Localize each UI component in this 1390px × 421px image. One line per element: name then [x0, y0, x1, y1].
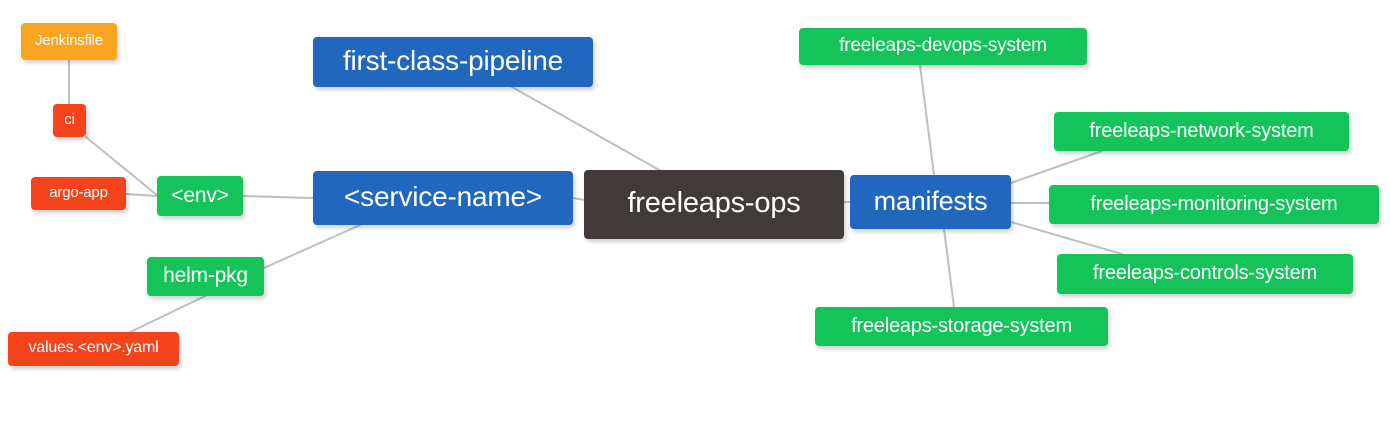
node-values-yaml[interactable]: values.<env>.yaml — [8, 332, 179, 366]
edge-manifests-network — [1010, 150, 1103, 184]
node-first-class-pipeline[interactable]: first-class-pipeline — [313, 37, 593, 87]
node-argo-app[interactable]: argo-app — [31, 177, 126, 210]
edge-manifests-storage — [943, 228, 955, 308]
node-freeleaps-monitoring-system[interactable]: freeleaps-monitoring-system — [1049, 185, 1379, 224]
node-freeleaps-network-system-label: freeleaps-network-system — [1089, 119, 1314, 142]
node-freeleaps-devops-system-label: freeleaps-devops-system — [839, 35, 1047, 56]
node-ci[interactable]: ci — [53, 104, 86, 137]
node-jenkinsfile-label: Jenkinsfile — [35, 32, 103, 49]
node-manifests-label: manifests — [873, 185, 988, 216]
node-freeleaps-controls-system[interactable]: freeleaps-controls-system — [1057, 254, 1353, 294]
node-freeleaps-devops-system[interactable]: freeleaps-devops-system — [799, 28, 1087, 65]
node-values-yaml-label: values.<env>.yaml — [28, 339, 159, 356]
edge-env-service-name — [242, 195, 314, 199]
node-manifests[interactable]: manifests — [850, 175, 1011, 229]
node-helm-pkg-label: helm-pkg — [163, 264, 248, 287]
node-freeleaps-monitoring-system-label: freeleaps-monitoring-system — [1090, 192, 1338, 215]
edge-manifests-controls — [1010, 221, 1123, 255]
edge-first-class-pipeline-ops — [511, 86, 662, 172]
node-ci-label: ci — [64, 111, 75, 128]
node-freeleaps-network-system[interactable]: freeleaps-network-system — [1054, 112, 1349, 151]
edge-argo-app-env — [125, 193, 158, 197]
edge-manifests-devops — [919, 64, 935, 176]
edge-service-name-helm-pkg — [263, 224, 361, 269]
node-service-name[interactable]: <service-name> — [313, 171, 573, 225]
node-service-name-label: <service-name> — [344, 181, 542, 212]
node-freeleaps-storage-system[interactable]: freeleaps-storage-system — [815, 307, 1108, 346]
node-first-class-pipeline-label: first-class-pipeline — [342, 45, 564, 76]
edge-ci-env — [85, 136, 159, 197]
node-argo-app-label: argo-app — [49, 184, 108, 201]
edge-service-name-ops — [572, 197, 585, 201]
node-freeleaps-controls-system-label: freeleaps-controls-system — [1093, 262, 1317, 284]
node-jenkinsfile[interactable]: Jenkinsfile — [21, 23, 117, 60]
node-env-label: <env> — [171, 183, 229, 207]
node-freeleaps-ops[interactable]: freeleaps-ops — [584, 170, 844, 239]
node-freeleaps-storage-system-label: freeleaps-storage-system — [851, 314, 1072, 337]
node-freeleaps-ops-label: freeleaps-ops — [627, 187, 801, 219]
edge-helm-pkg-values — [119, 295, 206, 338]
node-env[interactable]: <env> — [157, 176, 243, 216]
node-helm-pkg[interactable]: helm-pkg — [147, 257, 264, 296]
